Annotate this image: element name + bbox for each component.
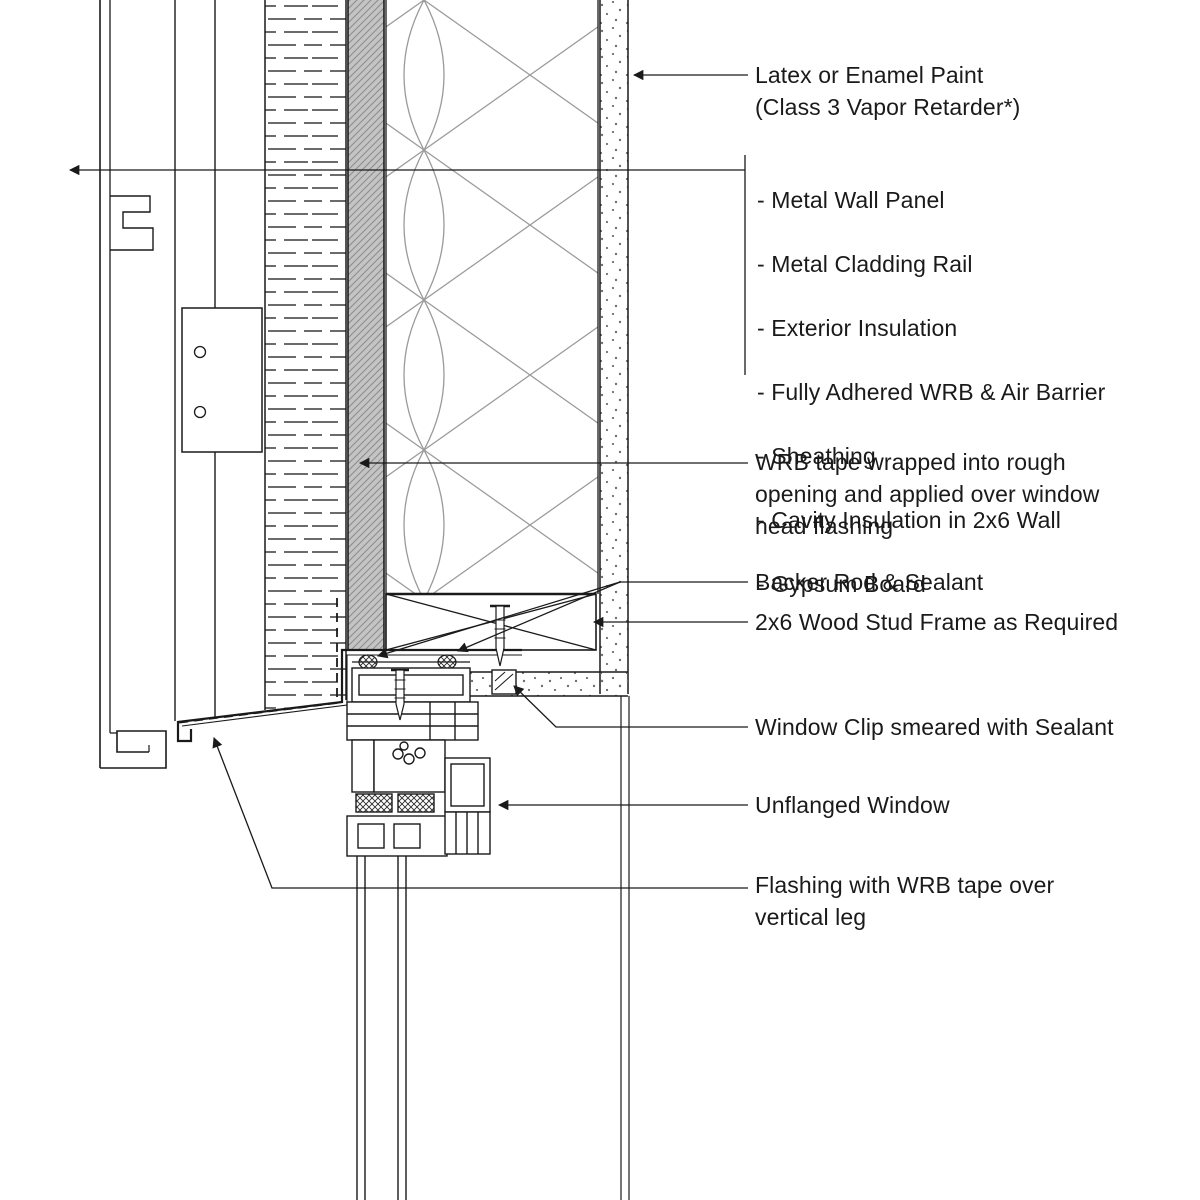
label-backer-rod: Backer Rod & Sealant (755, 569, 984, 595)
label-flashing: Flashing with WRB tape over vertical leg (755, 872, 1055, 930)
metal-wall-panel (99, 0, 167, 769)
assembly-layer-cavity-insulation: - Cavity Insulation in 2x6 Wall (757, 507, 1061, 533)
label-wrb-tape: WRB tape wrapped into rough opening and … (755, 449, 1100, 539)
window-clip (491, 669, 517, 695)
assembly-layer-cladding-rail: - Metal Cladding Rail (757, 251, 973, 277)
sealant-joints (352, 654, 470, 670)
assembly-layer-list: - Metal Wall Panel - Metal Cladding Rail… (757, 152, 1200, 632)
assembly-layer-sheathing: - Sheathing (757, 443, 876, 469)
wrb-tape-dashed-line (175, 598, 338, 724)
leader-window-clip (513, 685, 748, 728)
exterior-insulation-hatch (264, 0, 347, 710)
cladding-rail (174, 0, 263, 721)
window-frame (346, 667, 491, 857)
label-paint: Latex or Enamel Paint (Class 3 Vapor Ret… (755, 62, 1021, 120)
assembly-layer-metal-wall-panel: - Metal Wall Panel (757, 187, 945, 213)
assembly-layer-wrb-air-barrier: - Fully Adhered WRB & Air Barrier (757, 379, 1106, 405)
fastener-screws (391, 604, 510, 721)
head-flashing (175, 598, 522, 743)
label-window-clip: Window Clip smeared with Sealant (755, 714, 1114, 740)
assembly-layer-exterior-insulation: - Exterior Insulation (757, 315, 958, 341)
assembly-layer-gypsum-board: - Gypsum Board (757, 571, 926, 597)
cavity-batt-insulation (385, 0, 599, 650)
window-glazing (356, 856, 407, 1200)
leader-lines (68, 69, 748, 889)
label-stud-frame: 2x6 Wood Stud Frame as Required (755, 609, 1119, 635)
label-unflanged-window: Unflanged Window (755, 792, 950, 818)
gypsum-board (461, 0, 630, 1200)
leader-flashing (212, 737, 748, 889)
leader-backer-rod-b (377, 581, 621, 659)
wrb-sheathing-layer (347, 0, 385, 650)
